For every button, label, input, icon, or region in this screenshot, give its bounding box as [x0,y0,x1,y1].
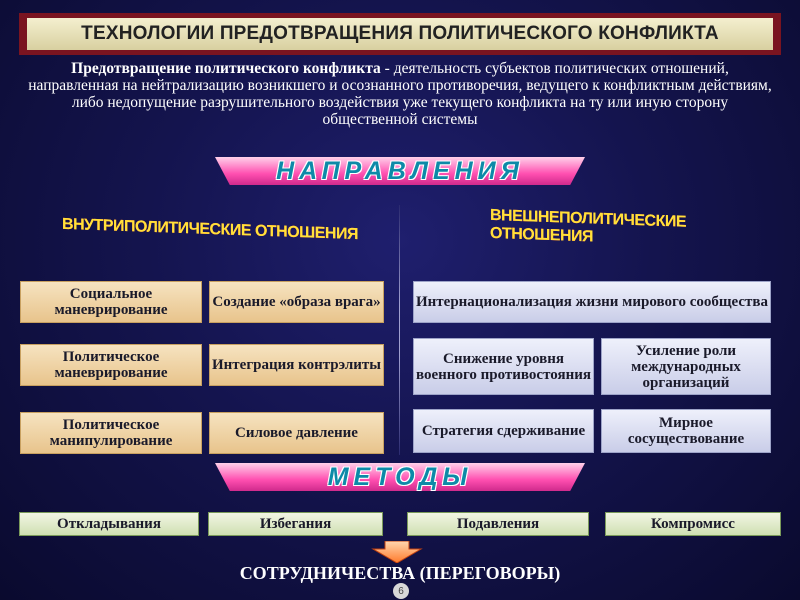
method-avoiding: Избегания [208,512,383,536]
conclusion-text: СОТРУДНИЧЕСТВА (ПЕРЕГОВОРЫ) [239,563,561,583]
external-item-international-orgs: Усиление роли международных организаций [601,338,771,395]
down-arrow-icon [371,541,423,563]
internal-header: ВНУТРИПОЛИТИЧЕСКИЕ ОТНОШЕНИЯ [60,210,360,250]
internal-item-counter-elite: Интеграция контрэлиты [209,344,384,386]
external-item-coexistence: Мирное сосуществование [601,409,771,453]
external-item-internationalization: Интернационализация жизни мирового сообщ… [413,281,771,323]
methods-header: МЕТОДЫ [327,462,473,491]
definition-text: - деятельность субъектов политических от… [28,60,772,128]
external-item-deterrence: Стратегия сдерживание [413,409,594,453]
method-suppressing: Подавления [407,512,589,536]
internal-item-enemy-image: Создание «образа врага» [209,281,384,323]
method-compromise: Компромисс [605,512,781,536]
external-item-military-reduction: Снижение уровня военного противостояния [413,338,594,395]
methods-band [215,463,585,491]
definition-term: Предотвращение политического конфликта [71,60,381,77]
directions-header: НАПРАВЛЕНИЯ [276,156,524,185]
method-postponing: Откладывания [19,512,199,536]
directions-band [215,157,585,185]
definition-paragraph: Предотвращение политического конфликта -… [25,60,775,128]
internal-item-political-manipulation: Политическое манипулирование [20,412,202,454]
internal-item-social-maneuvering: Социальное маневрирование [20,281,202,323]
external-header: ВНЕШНЕПОЛИТИЧЕСКИЕ ОТНОШЕНИЯ [490,207,780,250]
page-title: ТЕХНОЛОГИИ ПРЕДОТВРАЩЕНИЯ ПОЛИТИЧЕСКОГО … [27,18,773,50]
internal-item-political-maneuvering: Политическое маневрирование [20,344,202,386]
column-divider [399,205,400,455]
internal-item-force-pressure: Силовое давление [209,412,384,454]
page-number: 6 [393,583,409,599]
title-frame: ТЕХНОЛОГИИ ПРЕДОТВРАЩЕНИЯ ПОЛИТИЧЕСКОГО … [19,13,781,55]
